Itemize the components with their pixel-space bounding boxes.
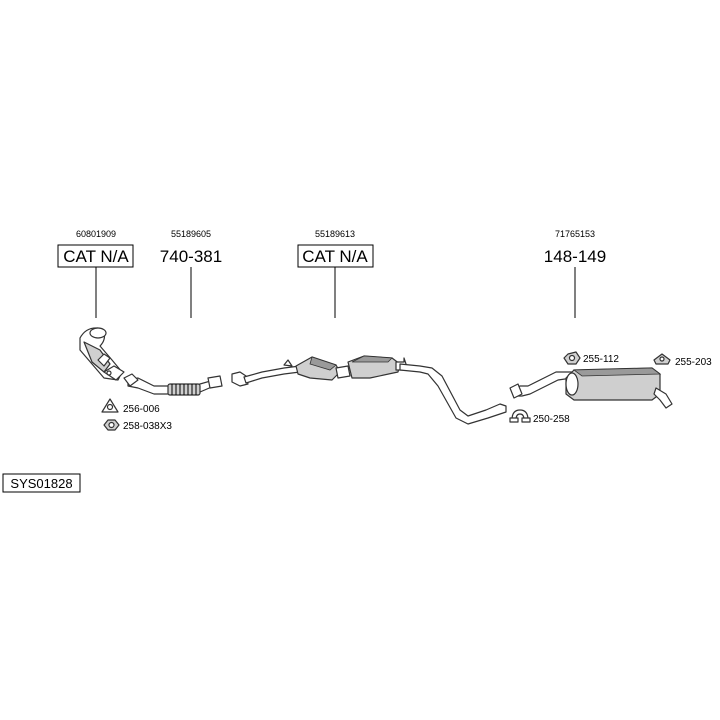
oem-number: 71765153	[555, 229, 595, 239]
part-label: CAT N/A	[63, 247, 129, 266]
system-code-frame	[2, 473, 81, 493]
front-catalyst-part[interactable]	[79, 327, 125, 381]
oem-number: 55189613	[315, 229, 355, 239]
small-part-255-112[interactable]: 255-112	[563, 351, 619, 365]
callout-front-pipe[interactable]: 55189605 740-381	[160, 229, 222, 318]
small-part-255-203[interactable]: 255-203	[653, 353, 712, 368]
part-label: CAT N/A	[302, 247, 368, 266]
part-label: 740-381	[160, 247, 222, 266]
callout-rear-silencer[interactable]: 71765153 148-149	[544, 229, 606, 318]
middle-catalyst-part[interactable]	[231, 355, 507, 425]
callout-catalyst-front[interactable]: 60801909 CAT N/A	[57, 229, 134, 318]
part-code: 255-203	[675, 357, 712, 368]
front-pipe-part[interactable]	[123, 373, 223, 396]
small-part-258-038X3[interactable]: 258-038X3	[103, 419, 172, 432]
rear-silencer-part[interactable]	[509, 367, 673, 409]
oem-number: 55189605	[171, 229, 211, 239]
part-code: 255-112	[583, 354, 619, 365]
oem-number: 60801909	[76, 229, 116, 239]
part-code: 250-258	[533, 414, 570, 425]
part-label: 148-149	[544, 247, 606, 266]
system-code: SYS01828	[10, 476, 72, 491]
small-part-256-006[interactable]: 256-006	[101, 398, 160, 415]
small-part-250-258[interactable]: 250-258	[509, 409, 570, 425]
part-code: 258-038X3	[123, 421, 172, 432]
part-code: 256-006	[123, 404, 160, 415]
callout-catalyst-middle[interactable]: 55189613 CAT N/A	[297, 229, 374, 318]
system-code-box: SYS01828	[2, 473, 81, 493]
